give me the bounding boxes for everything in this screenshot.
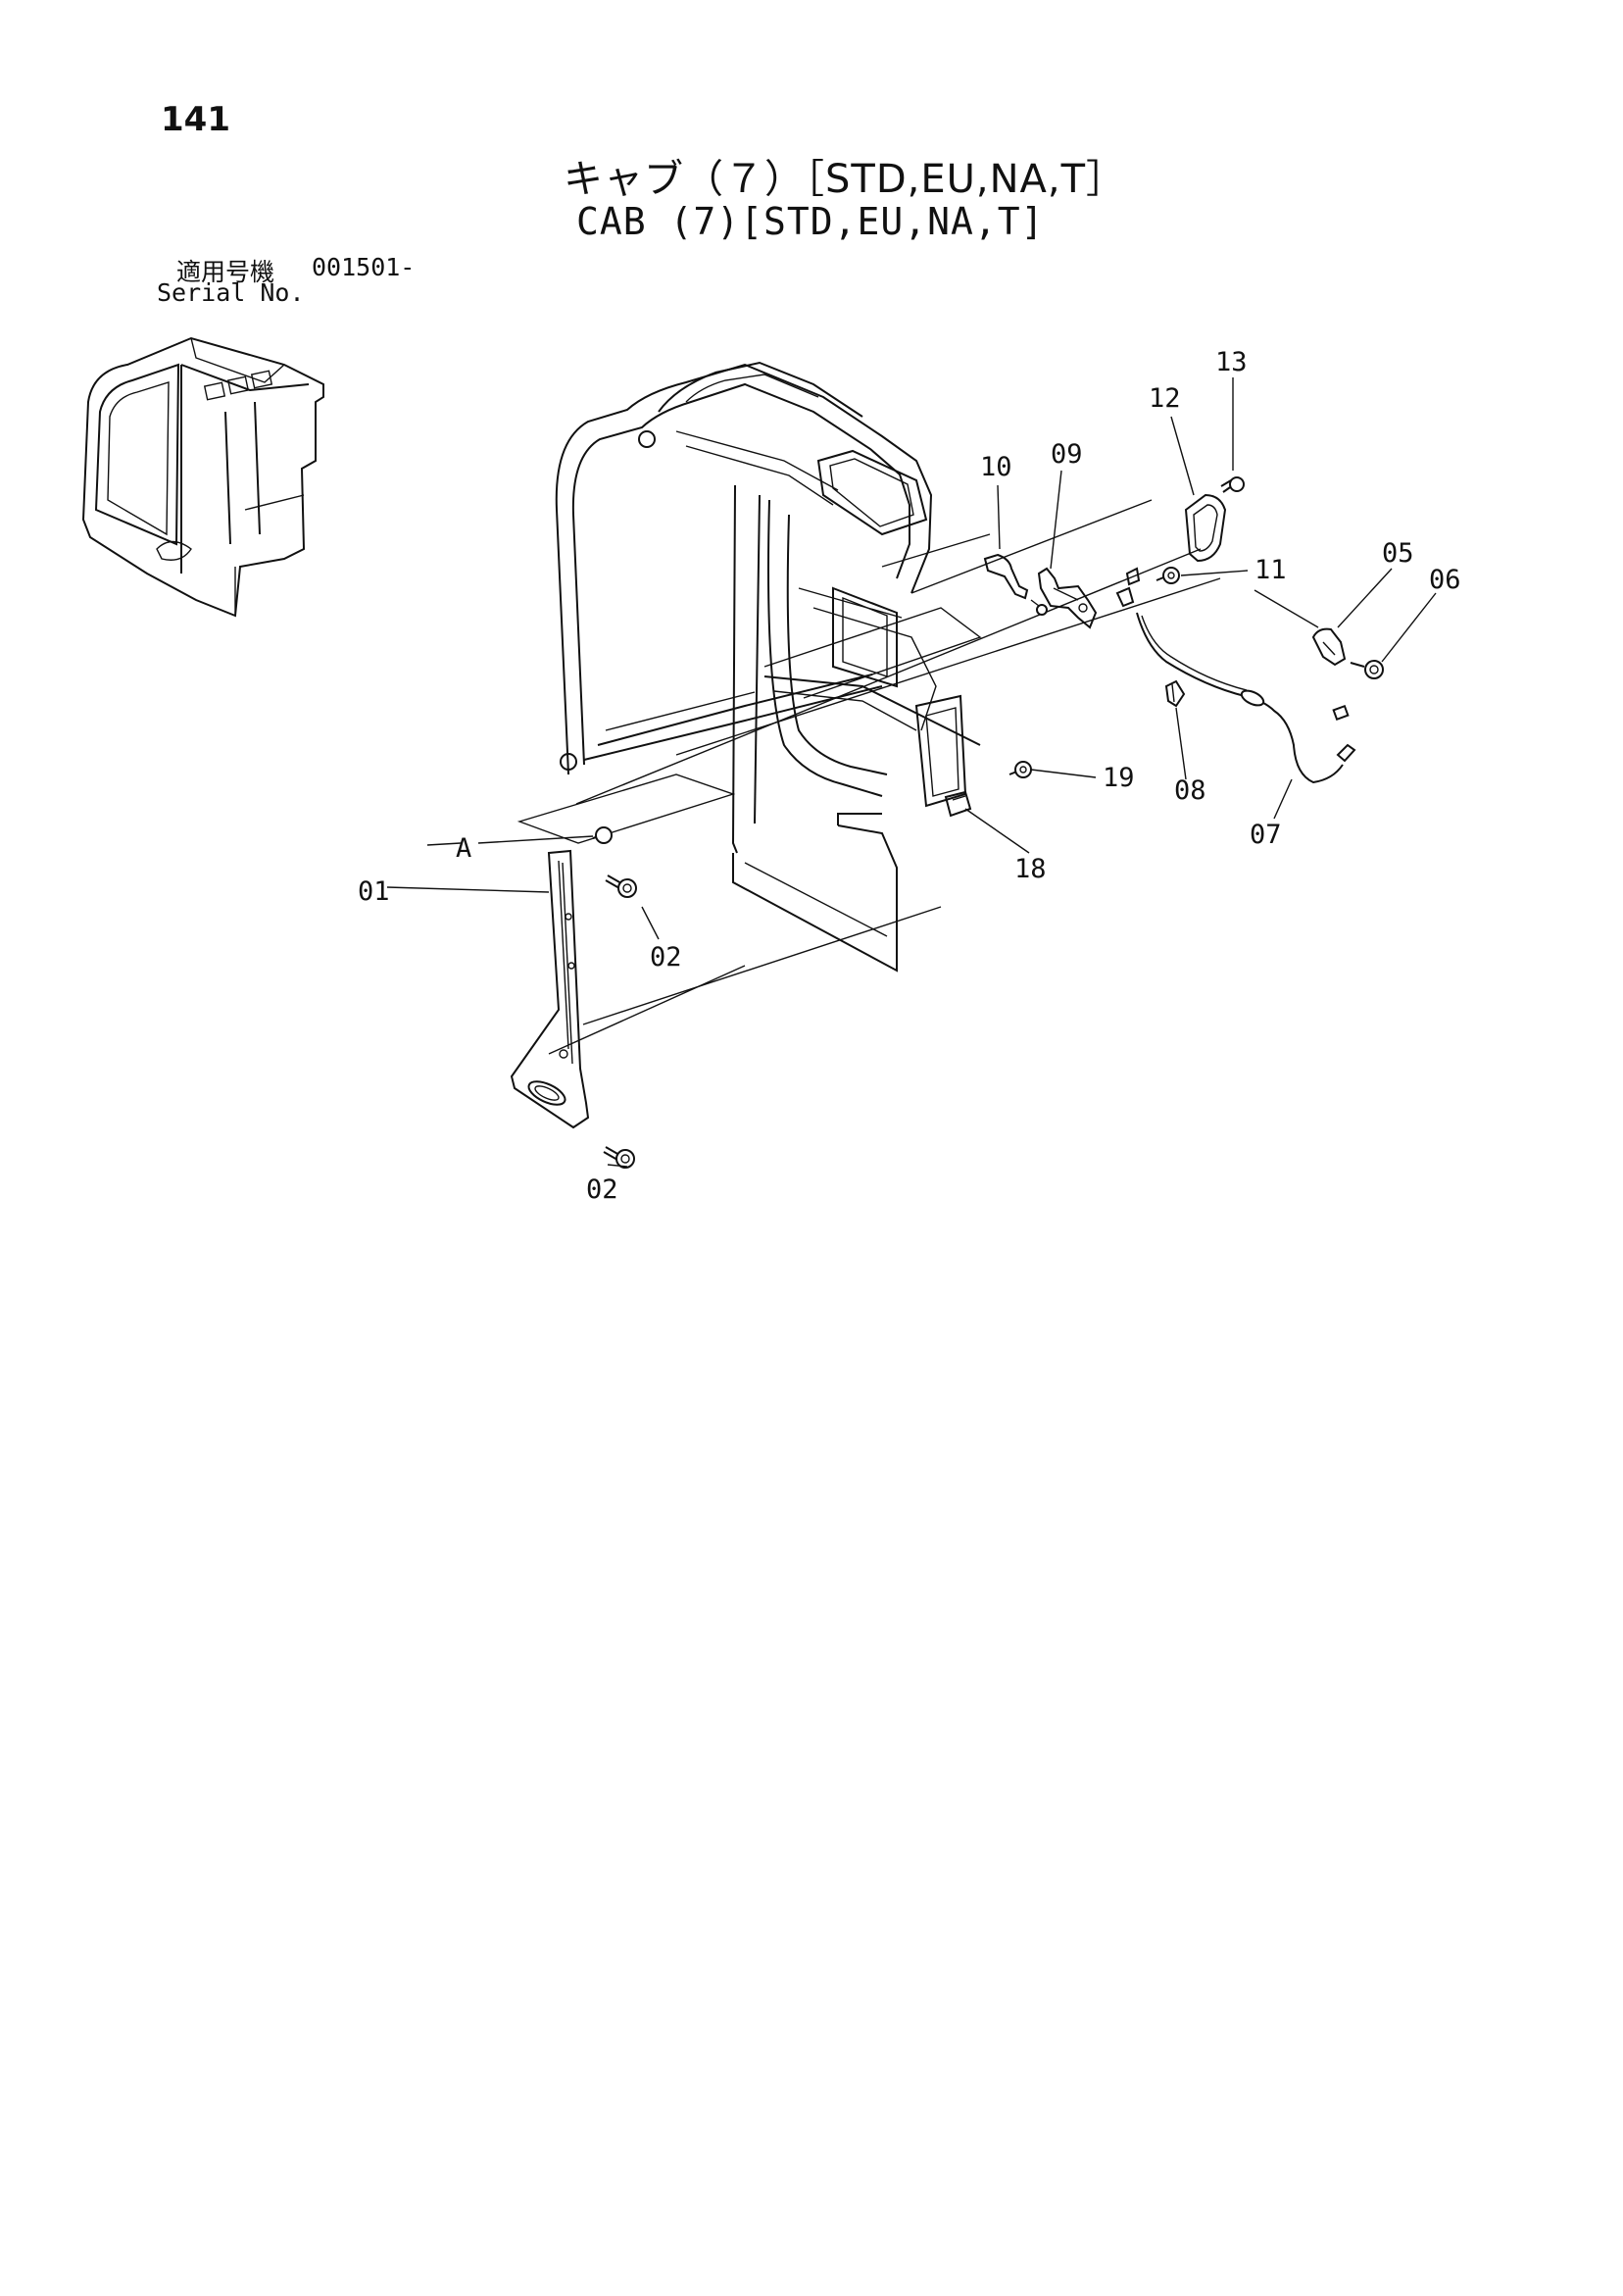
part-12-handle bbox=[1184, 493, 1227, 563]
callout-02-lower: 02 bbox=[586, 1174, 618, 1205]
serial-number: 001501- bbox=[312, 253, 416, 281]
part-10-lever bbox=[983, 553, 1048, 616]
part-02-bolt-upper bbox=[605, 874, 637, 898]
serial-label-english: Serial No. bbox=[157, 278, 305, 307]
page-title-japanese: キャブ（７）［STD,EU,NA,T］ bbox=[564, 157, 1127, 202]
callout-leaders bbox=[386, 377, 1437, 1168]
callout-18: 18 bbox=[1014, 854, 1047, 884]
part-06-bolt bbox=[1350, 660, 1384, 679]
callout-12: 12 bbox=[1149, 383, 1181, 414]
callout-06: 06 bbox=[1429, 565, 1461, 595]
callout-05: 05 bbox=[1382, 538, 1414, 569]
part-13-screw bbox=[1220, 476, 1245, 493]
cab-thumbnail bbox=[81, 336, 324, 618]
cable-end-fitting bbox=[1115, 567, 1141, 608]
callout-08: 08 bbox=[1174, 775, 1206, 806]
callout-07: 07 bbox=[1250, 820, 1282, 850]
callout-19: 19 bbox=[1103, 763, 1135, 793]
part-07-cable bbox=[1136, 612, 1356, 784]
part-11-nut bbox=[1156, 567, 1180, 584]
part-18-pin bbox=[944, 790, 972, 818]
part-08-grommet bbox=[1164, 679, 1186, 708]
part-01-bracket bbox=[510, 849, 590, 1129]
part-19-bolt bbox=[1008, 761, 1032, 778]
leader-lines bbox=[548, 499, 1319, 1055]
part-02-bolt-lower bbox=[603, 1146, 635, 1169]
page-number: 141 bbox=[161, 100, 230, 139]
callout-02-upper: 02 bbox=[650, 942, 682, 973]
callout-labels: 01 02 02 05 06 07 08 09 10 11 12 13 18 1… bbox=[358, 347, 1461, 1205]
callout-13: 13 bbox=[1215, 347, 1248, 377]
part-05-clamp bbox=[1311, 627, 1347, 667]
page-title-english: CAB (7)[STD,EU,NA,T] bbox=[576, 200, 1045, 243]
callout-10: 10 bbox=[980, 452, 1012, 482]
callout-09: 09 bbox=[1051, 439, 1083, 470]
callout-11: 11 bbox=[1254, 555, 1287, 585]
serial-label-japanese: 適用号機 bbox=[176, 258, 275, 286]
part-A-bolt bbox=[592, 826, 613, 844]
callout-01: 01 bbox=[358, 876, 390, 907]
part-09-latch bbox=[1037, 567, 1098, 629]
callout-A: A bbox=[456, 833, 471, 864]
